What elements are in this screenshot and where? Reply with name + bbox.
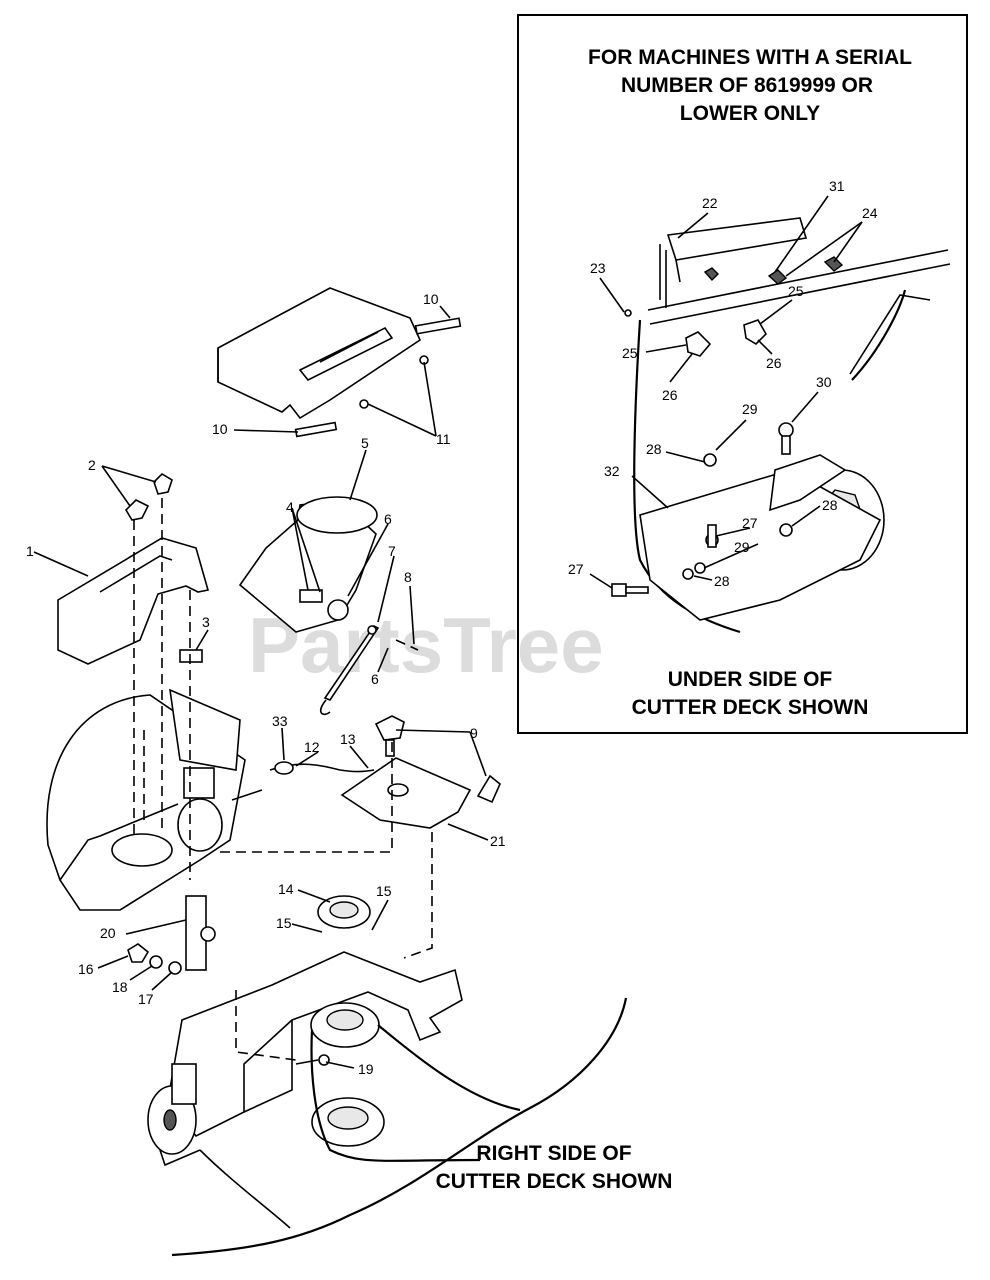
inset-caption-line-1: UNDER SIDE OF [668,668,833,691]
alignment-lines [133,498,433,1061]
callout-27-b: 27 [568,561,584,577]
callout-7: 7 [388,543,396,559]
main-caption-line-1: RIGHT SIDE OF [476,1142,631,1165]
callout-15-b: 15 [276,915,292,931]
callout-1: 1 [26,543,34,559]
main-leaders [33,305,489,1069]
callout-8: 8 [404,569,412,585]
callout-15-a: 15 [376,883,392,899]
main-caption-line-2: CUTTER DECK SHOWN [436,1170,673,1193]
inset-title-line-3: LOWER ONLY [680,102,820,125]
callout-5: 5 [361,435,369,451]
callout-17: 17 [138,991,154,1007]
callout-27-a: 27 [742,515,758,531]
callout-31: 31 [829,178,845,194]
callout-3: 3 [202,614,210,630]
inset-caption-line-2: CUTTER DECK SHOWN [632,696,869,719]
callout-10-a: 10 [423,291,439,307]
callout-26-b: 26 [662,387,678,403]
inset-callouts: 22 31 24 23 25 25 26 26 30 29 28 32 28 2… [568,178,878,589]
callout-6-b: 6 [371,671,379,687]
callout-4: 4 [286,499,294,515]
callout-28-c: 28 [714,573,730,589]
callout-20: 20 [100,925,116,941]
inset-frame [517,14,968,734]
inset-title-line-2: NUMBER OF 8619999 OR [621,74,873,97]
callout-6-a: 6 [384,511,392,527]
callout-11: 11 [436,431,451,447]
deck-underside-illustration [611,217,951,634]
callout-28-a: 28 [646,441,662,457]
callout-21: 21 [490,833,506,849]
callout-14: 14 [278,881,294,897]
callout-29-a: 29 [742,401,758,417]
callout-16: 16 [78,961,94,977]
inset-panel: FOR MACHINES WITH A SERIAL NUMBER OF 861… [517,14,968,734]
callout-30: 30 [816,374,832,390]
callout-18: 18 [112,979,128,995]
callout-13: 13 [340,731,356,747]
callout-25-a: 25 [788,283,804,299]
callout-9: 9 [470,725,478,741]
callout-26-a: 26 [766,355,782,371]
callout-22: 22 [702,195,718,211]
inset-title-line-1: FOR MACHINES WITH A SERIAL [588,46,912,69]
callout-12: 12 [304,739,320,755]
callout-24: 24 [862,205,878,221]
callout-10-b: 10 [212,421,228,437]
callout-23: 23 [590,260,606,276]
callout-32: 32 [604,463,620,479]
callout-25-b: 25 [622,345,638,361]
main-callouts: 10 10 11 2 5 4 6 7 8 1 3 6 33 12 13 9 21… [26,291,506,1077]
callout-2: 2 [88,457,96,473]
callout-29-b: 29 [734,539,750,555]
callout-19: 19 [358,1061,374,1077]
inset-leaders [589,195,863,589]
callout-33: 33 [272,713,288,729]
main-assembly-illustration [46,287,628,1257]
callout-28-b: 28 [822,497,838,513]
